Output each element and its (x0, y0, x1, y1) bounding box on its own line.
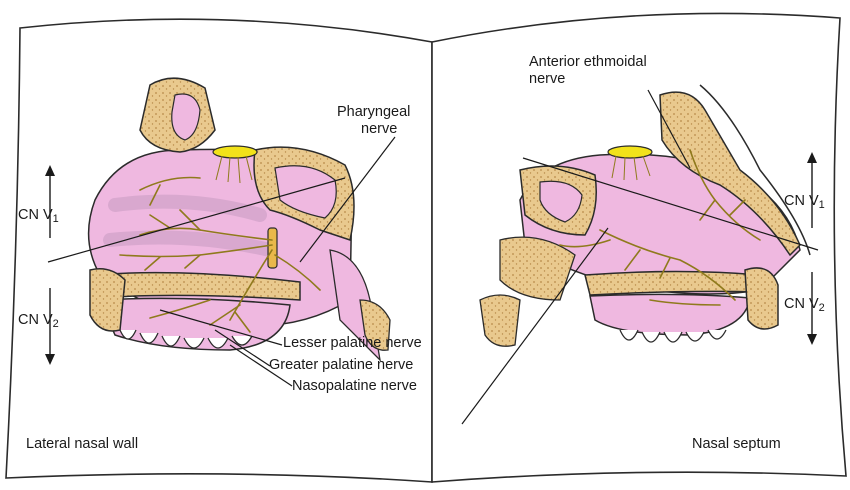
lesser-palatine-nerve-label: Lesser palatine nerve (283, 335, 422, 352)
pharyngeal-nerve-label: Pharyngeal nerve (337, 104, 410, 138)
nasal-septum-caption: Nasal septum (692, 436, 781, 453)
anterior-ethmoidal-nerve-label: Anterior ethmoidal nerve (529, 54, 647, 88)
right-cn-v1-label: CN V1 (784, 193, 825, 211)
olfactory-bulb-right (608, 146, 652, 158)
nasopalatine-nerve-label: Nasopalatine nerve (292, 378, 417, 395)
left-cn-v2-label: CN V2 (18, 312, 59, 330)
right-cn-v2-label: CN V2 (784, 296, 825, 314)
lateral-nasal-wall-caption: Lateral nasal wall (26, 436, 138, 453)
left-cn-v1-label: CN V1 (18, 207, 59, 225)
greater-palatine-nerve-label: Greater palatine nerve (269, 357, 413, 374)
septal-hard-palate (585, 272, 760, 296)
olfactory-bulb-left (213, 146, 257, 158)
